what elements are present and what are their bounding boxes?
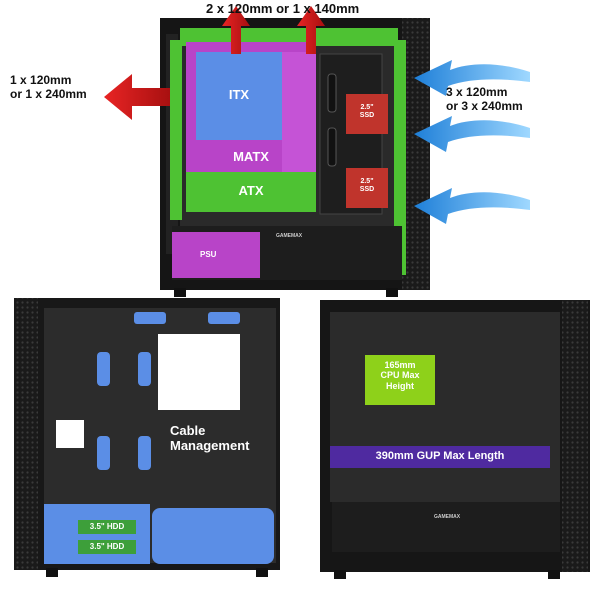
io-cutout [56, 420, 84, 448]
cable-slot-4 [138, 436, 151, 470]
rear-fan-label: 1 x 120mm or 1 x 240mm [10, 73, 87, 101]
top-exhaust-arrow-1 [222, 6, 250, 54]
top-tab-2 [208, 312, 240, 324]
cpu-height-label: 165mm CPU Max Height [380, 360, 420, 391]
hdd-slot-2 [78, 540, 136, 554]
top-tab-1 [134, 312, 166, 324]
top-fan-label: 2 x 120mm or 1 x 140mm [206, 1, 360, 16]
ssd-label-2: 2.5" SSD [359, 178, 375, 194]
rear-green-strip [170, 40, 182, 220]
ssd-label-1: 2.5" SSD [359, 104, 375, 120]
back-foot-1 [46, 568, 58, 577]
psu-label: PSU [200, 250, 217, 259]
ssd-bracket-2 [346, 168, 388, 208]
hdd-label-1: 3.5" HDD [89, 522, 125, 531]
right-case-interior [330, 312, 560, 502]
cpu-height-zone [365, 355, 435, 405]
matx-label: MATX [233, 149, 269, 164]
atx-label: ATX [238, 183, 264, 198]
ssd-bracket-1 [346, 94, 388, 134]
front-intake-arrow-2 [414, 116, 530, 152]
top-brand-label: GAMEMAX [276, 233, 303, 239]
hdd-slot-1 [78, 520, 136, 534]
right-foot-2 [548, 570, 560, 579]
hdd-label-2: 3.5" HDD [89, 542, 125, 551]
front-intake-arrows [414, 60, 530, 224]
back-foot-2 [256, 568, 268, 577]
front-intake-arrow-1 [414, 60, 530, 96]
top-exhaust-arrows [222, 6, 325, 54]
top-foot-2 [386, 288, 398, 297]
cable-slot-3 [97, 436, 110, 470]
cable-slot-1 [97, 352, 110, 386]
gpu-length-bar [330, 446, 550, 468]
front-green-strip [394, 40, 406, 275]
right-psu-shroud [332, 502, 560, 552]
grommet-2 [327, 127, 337, 167]
psu-zone [172, 232, 260, 278]
front-fan-label: 3 x 120mm or 3 x 240mm [446, 85, 523, 113]
grommet-1 [327, 73, 337, 113]
gpu-length-label: 390mm GUP Max Length [375, 450, 505, 462]
right-brand-label: GAMEMAX [434, 514, 461, 520]
matx-side-zone [282, 52, 316, 172]
right-foot-1 [334, 570, 346, 579]
atx-zone [186, 172, 316, 212]
top-exhaust-arrow-2 [297, 6, 325, 54]
itx-label: ITX [228, 87, 250, 102]
right-case-front-mesh [562, 300, 588, 572]
right-case [320, 300, 590, 579]
psu-mount-area [152, 508, 274, 564]
itx-zone [196, 52, 282, 140]
cpu-cutout [158, 334, 240, 410]
rear-exhaust-arrow [104, 74, 170, 120]
cable-slot-2 [138, 352, 151, 386]
front-intake-arrow-3 [414, 188, 530, 224]
top-foot-1 [174, 288, 186, 297]
top-case-front-mesh [402, 18, 430, 290]
back-case [14, 298, 280, 577]
cable-management-label: Cable Management [170, 423, 250, 453]
back-case-front-mesh [14, 298, 38, 570]
